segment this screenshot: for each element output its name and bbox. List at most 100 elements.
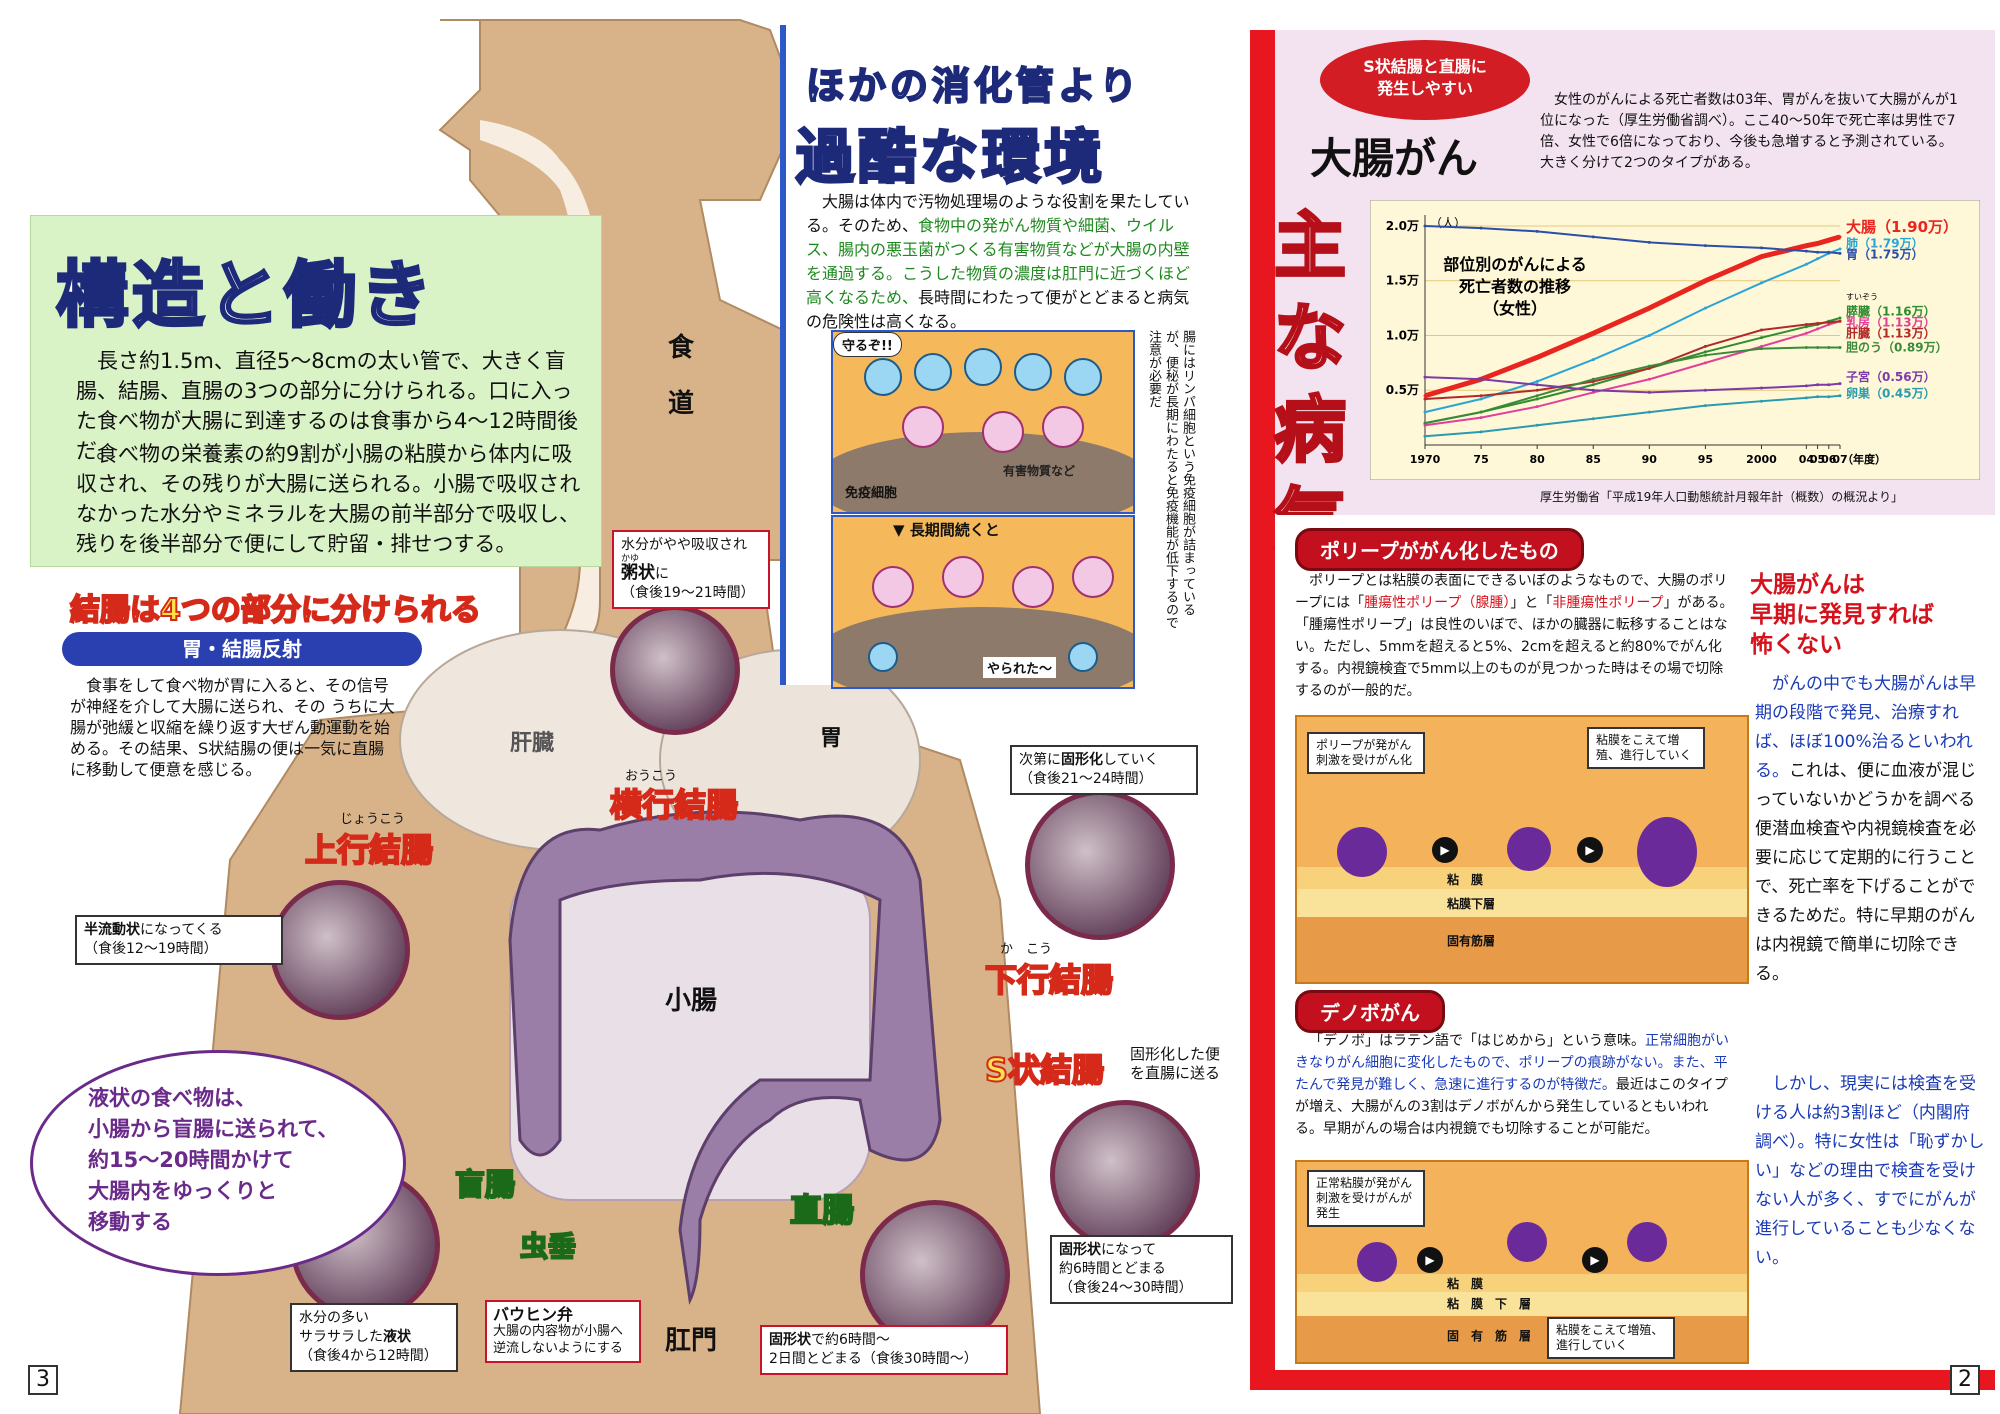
stool-circle-porridge [610, 605, 740, 735]
solid-time: （食後24～30時間） [1059, 1280, 1193, 1296]
chart-point [1804, 346, 1808, 350]
harsh-text-plain-2: 長時間にわたって便がとどまると病気の危険性は高くなる。 [806, 288, 1190, 331]
denovo-submucosa-band [1297, 1292, 1747, 1316]
chart-x-tick-label: 07 [1832, 453, 1847, 466]
beaten-label: やられた～ [983, 657, 1057, 678]
chart-x-tick-label: 06 [1821, 453, 1837, 466]
cecum-label: 盲腸 [454, 1167, 516, 1204]
chart-ruby-label: すいぞう [1846, 292, 1878, 301]
chart-point [1647, 240, 1651, 244]
chart-point [1703, 279, 1707, 283]
chart-x-tick-label: 75 [1473, 453, 1488, 466]
stool-semi-fluid-label: 半流動状になってくる （食後12～19時間） [75, 915, 283, 965]
chart-y-tick-label: 0.5万 [1386, 383, 1419, 397]
oval-line-5: 移動する [88, 1210, 172, 1234]
early-para1-plain: これは、便に血液が混じっていないかどうかを調べる便潜血検査や内視鏡検査を必要に応… [1755, 761, 1976, 984]
semi-fluid-main: 半流動状 [84, 922, 140, 938]
chart-point [1535, 229, 1539, 233]
denovo-cancer-cell-3 [1627, 1222, 1667, 1262]
chart-point [1838, 346, 1842, 350]
chart-point [1535, 388, 1539, 392]
oval-line-4: 大腸内をゆっくりと [88, 1179, 277, 1203]
chart-point [1535, 379, 1539, 383]
chart-point [1816, 241, 1820, 245]
descending-colon-label: 下行結腸 [984, 960, 1114, 1000]
chart-point [1535, 397, 1539, 401]
chart-series-label: 肺（1.79万） [1846, 235, 1924, 250]
denovo-bubble-2: 粘膜をこえて増殖、進行していく [1547, 1317, 1675, 1359]
chart-point [1838, 251, 1842, 255]
rectum-stay-text: で約6時間～ [811, 1332, 890, 1348]
chart-point [1703, 244, 1707, 248]
chart-y-tick-label: 1.5万 [1386, 274, 1419, 288]
chart-point [1647, 390, 1651, 394]
polyp-submucosa-band [1297, 889, 1747, 917]
oval-text: 液状の食べ物は、 小腸から盲腸に送られて、 約15～20時間かけて 大腸内をゆっ… [88, 1083, 338, 1238]
chart-point [1759, 399, 1763, 403]
chart-point [1423, 375, 1427, 379]
structure-box: 構造と働き 長さ約1.5m、直径5～8cmの太い管で、大きく盲腸、結腸、直腸の3… [30, 215, 602, 567]
denovo-layer-mucosa: 粘 膜 [1447, 1277, 1484, 1291]
chart-point [1827, 346, 1831, 350]
polyp-arrow-1: ▶ [1432, 837, 1458, 863]
chart-x-tick-label: 85 [1586, 453, 1601, 466]
liquid-food-oval: 液状の食べ物は、 小腸から盲腸に送られて、 約15～20時間かけて 大腸内をゆっ… [30, 1050, 406, 1276]
early-detection-para-2: しかし、現実には検査を受ける人は約3割ほど（内閣府調べ）。特に女性は「恥ずかしい… [1755, 1070, 1985, 1273]
chart-point [1759, 255, 1763, 259]
chart-point [1591, 383, 1595, 387]
chart-series-label: 膵臓（1.16万） [1846, 303, 1936, 318]
chart-y-tick-label: 2.0万 [1386, 219, 1419, 233]
denovo-bubble-1: 正常粘膜が発がん刺激を受けがんが発生 [1307, 1170, 1425, 1227]
denovo-text: 「デノボ」はラテン語で「はじめから」という意味。正常細胞がいきなりがん細胞に変化… [1295, 1030, 1735, 1140]
chart-series-label: 大腸（1.90万） [1846, 218, 1958, 236]
chart-point [1479, 410, 1483, 414]
small-intestine-shape [509, 859, 871, 1201]
immune-cell-label: 免疫細胞 [845, 486, 898, 501]
chart-series-label: 胆のう（0.89万） [1846, 340, 1948, 355]
stool-circle-semi-fluid [270, 880, 410, 1020]
sigmoid-note: 固形化した便を直腸に送る [1130, 1045, 1221, 1082]
chart-point [1816, 321, 1820, 325]
polyp-layer-muscle: 固有筋層 [1447, 934, 1496, 948]
chart-point [1838, 247, 1842, 251]
structure-paragraph-1: 長さ約1.5m、直径5～8cmの太い管で、大きく盲腸、結腸、直腸の3つの部分に分… [76, 349, 579, 463]
polyp-text-b: 」と「 [1510, 595, 1553, 611]
chart-point [1423, 434, 1427, 438]
harsh-text-plain-1: 大腸は体内で汚物処理場のような役割を果たしている。そのため、 [806, 192, 1190, 235]
chart-series-label: 胃（1.75万） [1846, 246, 1924, 261]
harmful-label: 有害物質など [1003, 464, 1076, 478]
page-number-right: 2 [1950, 1365, 1980, 1395]
liquid-line2a: サラサラした [299, 1329, 383, 1345]
denovo-layer-submucosa: 粘 膜 下 層 [1447, 1297, 1532, 1311]
early-para2-blue: しかし、現実には検査を受ける人は約3割ほど（内閣府調べ）。特に女性は「恥ずかしい… [1755, 1074, 1985, 1210]
chart-point [1827, 320, 1831, 324]
chart-point [1816, 250, 1820, 254]
chart-point [1535, 423, 1539, 427]
porridge-line1: 水分がやや吸収され [621, 537, 747, 553]
chart-point [1647, 333, 1651, 337]
small-intestine-label: 小腸 [665, 986, 718, 1016]
anus-label: 肛門 [665, 1326, 718, 1356]
chart-point [1423, 394, 1427, 398]
early-para2-end: すでにがんが進行していることも少なくない。 [1755, 1190, 1976, 1268]
right-page: 主 な 病 気 S状結腸と直腸に 発生しやすい 大腸がん 女性のがんによる死亡者… [1250, 30, 1995, 1400]
denovo-cancer-cell-2 [1507, 1222, 1547, 1262]
chart-point [1535, 394, 1539, 398]
liquid-main: 液状 [383, 1329, 411, 1345]
polyp-diagram: ポリープが発がん刺激を受けがん化 粘膜をこえて増殖、進行していく ▶ ▶ 粘 膜… [1295, 715, 1749, 984]
porridge-main: 粥状 [621, 563, 655, 583]
chart-title-line: （女性） [1483, 299, 1547, 318]
side-title-2: な [1272, 295, 1347, 382]
stool-rectum-label: 固形状で約6時間～ 2日間とどまる（食後30時間～） [760, 1325, 1008, 1375]
chart-x-tick-label: 2000 [1746, 453, 1777, 466]
polyp-muscle-band [1297, 917, 1747, 982]
chart-series-label: 乳房（1.13万） [1846, 314, 1936, 329]
chart-point [1535, 383, 1539, 387]
chart-point [1816, 257, 1820, 261]
structure-title: 構造と働き [54, 252, 437, 339]
oval-line-3: 約15～20時間かけて [88, 1148, 294, 1172]
chart-point [1759, 344, 1763, 348]
chart-point [1816, 346, 1820, 350]
polyp-section-title: ポリープががん化したもの [1295, 528, 1584, 571]
chart-point [1804, 249, 1808, 253]
